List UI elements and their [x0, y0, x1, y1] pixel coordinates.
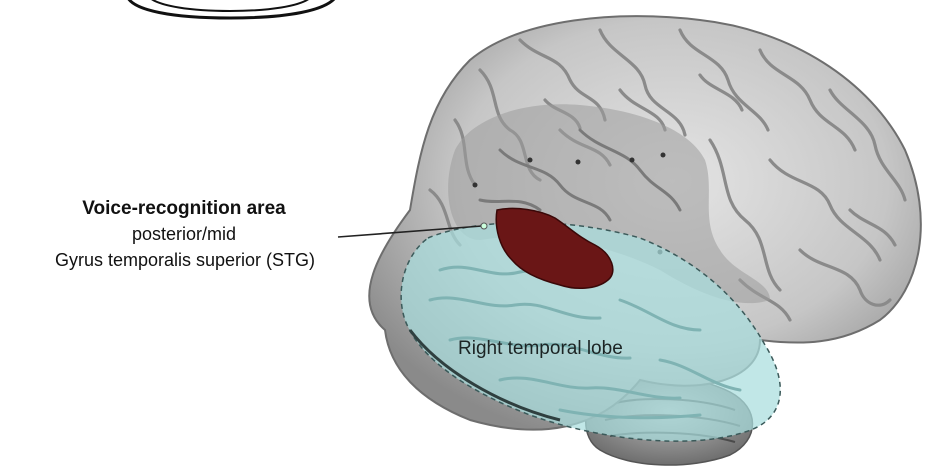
voice-area-title: Voice-recognition area [34, 198, 334, 220]
voice-area-gyrus-label: Gyrus temporalis superior (STG) [4, 250, 366, 271]
callout-marker [481, 223, 487, 229]
voice-area-position-label: posterior/mid [34, 224, 334, 245]
temporal-lobe-label: Right temporal lobe [458, 338, 623, 360]
